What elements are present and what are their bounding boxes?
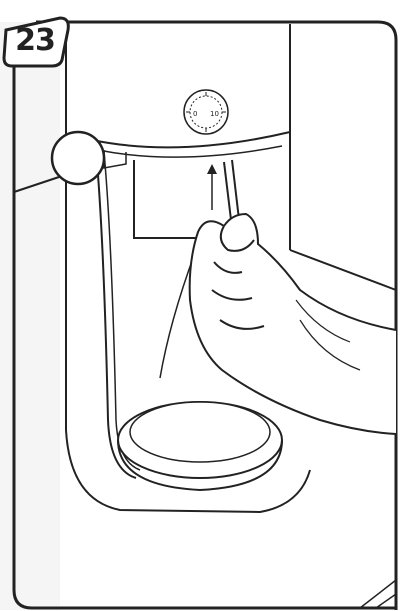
hand-icon <box>190 214 396 434</box>
dispenser-recess <box>134 160 196 238</box>
panel-lower-curve <box>92 132 290 147</box>
side-knob-icon <box>52 132 104 184</box>
sleeve-line-2 <box>376 594 396 608</box>
dial-mark-10: 10 <box>210 110 219 118</box>
wall-shading <box>0 22 60 610</box>
drip-tray <box>118 402 282 490</box>
step-number: 23 <box>3 14 67 66</box>
temperature-dial <box>184 90 228 134</box>
dial-mark-0: 0 <box>193 110 197 118</box>
sleeve-line-1 <box>360 580 396 608</box>
upward-arrow-icon <box>207 164 217 210</box>
